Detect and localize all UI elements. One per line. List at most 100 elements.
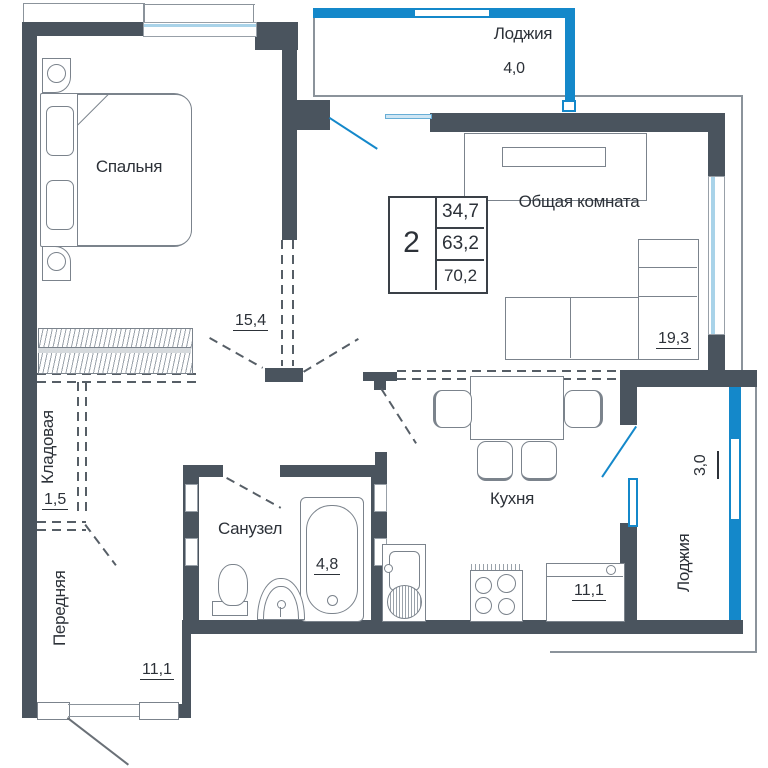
toilet-bowl: [218, 564, 248, 606]
exterior-parapet: [23, 3, 145, 24]
exterior-line: [143, 4, 255, 5]
sofa-cushion-line: [638, 267, 697, 269]
wall-shaft: [185, 484, 198, 512]
bedroom-zone-divider: [37, 373, 200, 375]
wall-loggia-step: [297, 100, 330, 130]
wall-hallway-right: [182, 634, 191, 704]
chair: [477, 441, 513, 481]
washbasin-drain: [277, 600, 286, 609]
tv: [502, 147, 606, 167]
kitchen-sink: [389, 551, 420, 591]
wardrobe-rail: [38, 347, 191, 353]
entrance-threshold: [68, 704, 139, 705]
wall-bottom-main: [182, 620, 743, 634]
balcony-door-swing: [328, 117, 378, 150]
bathroom-area: 4,8: [314, 556, 341, 576]
table-divider: [435, 196, 437, 290]
nightstand-lamp: [47, 252, 66, 271]
living-room-window: [708, 176, 725, 335]
burner: [498, 598, 515, 615]
bathroom-door-swing: [226, 477, 282, 509]
wall-living-top: [430, 113, 725, 132]
exterior-line: [143, 4, 144, 22]
apartment-area-value: 63,2: [442, 233, 479, 254]
wall-bedroom-door-post: [265, 368, 303, 382]
exterior-line: [741, 95, 743, 370]
counter-edge-line: [546, 576, 623, 578]
wall-corridor-tee: [363, 372, 397, 381]
wall-top-corner: [255, 22, 298, 50]
stove-backsplash: [471, 564, 520, 570]
living-area-value: 34,7: [442, 200, 479, 222]
chair: [433, 390, 472, 428]
wall-living-right-upper: [708, 113, 725, 176]
washbasin-stem: [280, 607, 282, 617]
faucet: [384, 564, 393, 573]
exterior-line: [550, 651, 757, 653]
nightstand-lamp: [47, 64, 66, 83]
wall-living-right-lower: [708, 333, 725, 381]
wall-kitchen-loggia-upper: [620, 387, 637, 425]
loggia-edge-line: [313, 18, 315, 96]
wall-top-bedroom: [22, 22, 143, 36]
exterior-line: [253, 4, 254, 22]
storage-divider-bottom: [37, 529, 86, 531]
wall-shaft: [374, 484, 387, 512]
exterior-line: [755, 387, 757, 653]
apartment-info-table: [388, 196, 488, 294]
hallway-area: 11,1: [140, 661, 174, 681]
wall-entrance-right-piece: [177, 704, 191, 718]
counter-knob: [606, 565, 616, 575]
wall-bathroom-top-left: [183, 465, 223, 477]
table-divider: [437, 259, 484, 261]
wall-bedroom-right: [282, 50, 297, 240]
area-underline: [717, 451, 719, 479]
burner: [475, 577, 492, 594]
bedroom-window: [143, 22, 257, 37]
rooms-count: 2: [403, 226, 420, 259]
pillow: [46, 106, 74, 156]
storage-divider: [85, 382, 87, 514]
corridor-opening-swing: [303, 338, 359, 373]
wall-left: [22, 22, 37, 704]
loggia-top-glazing-window: [413, 8, 491, 18]
bedroom-doorway-dash: [281, 240, 283, 366]
total-area-value: 70,2: [443, 265, 478, 285]
blanket: [77, 94, 192, 246]
living-room-label: Общая комната: [518, 192, 640, 211]
bedroom-label: Спальня: [95, 157, 163, 176]
kitchen-drainer: [387, 585, 422, 619]
hallway-label: Передняя: [50, 570, 69, 646]
loggia-right-glazing-window: [729, 437, 741, 523]
storage-door-swing: [84, 524, 117, 566]
storage-divider-bottom: [37, 521, 86, 523]
entrance-jamb: [37, 702, 70, 720]
loggia-glazing-post: [562, 100, 576, 112]
bedroom-door-swing: [209, 337, 264, 369]
dining-table: [470, 376, 564, 440]
burner: [497, 574, 516, 593]
kitchen-door-swing: [380, 388, 417, 444]
loggia-top-area: 4,0: [503, 60, 525, 77]
bathtub-drain: [327, 595, 338, 606]
wall-bottom-left-corner: [22, 704, 38, 718]
entrance-door-swing: [66, 717, 130, 766]
loggia-right-label: Лоджия: [674, 533, 693, 593]
living-kitchen-divider: [397, 370, 618, 372]
loggia-top-glazing-right: [565, 8, 575, 104]
bedroom-zone-divider: [37, 381, 200, 383]
loggia-right-glazing-a: [729, 387, 741, 437]
loggia-top-label: Лоджия: [493, 24, 553, 43]
sofa-cushion-line: [570, 297, 572, 358]
living-room-area: 19,3: [656, 330, 692, 350]
bedroom-area: 15,4: [233, 312, 269, 332]
burner: [475, 597, 492, 614]
table-divider: [437, 227, 484, 229]
bedroom-doorway-dash: [292, 240, 294, 366]
kitchen-loggia-glazed-door: [628, 478, 638, 527]
kitchen-label: Кухня: [490, 489, 534, 508]
wall-kitchen-door-post: [375, 452, 387, 467]
storage-label: Кладовая: [38, 410, 57, 485]
chair: [521, 441, 557, 481]
loggia-floor-line: [313, 95, 743, 97]
